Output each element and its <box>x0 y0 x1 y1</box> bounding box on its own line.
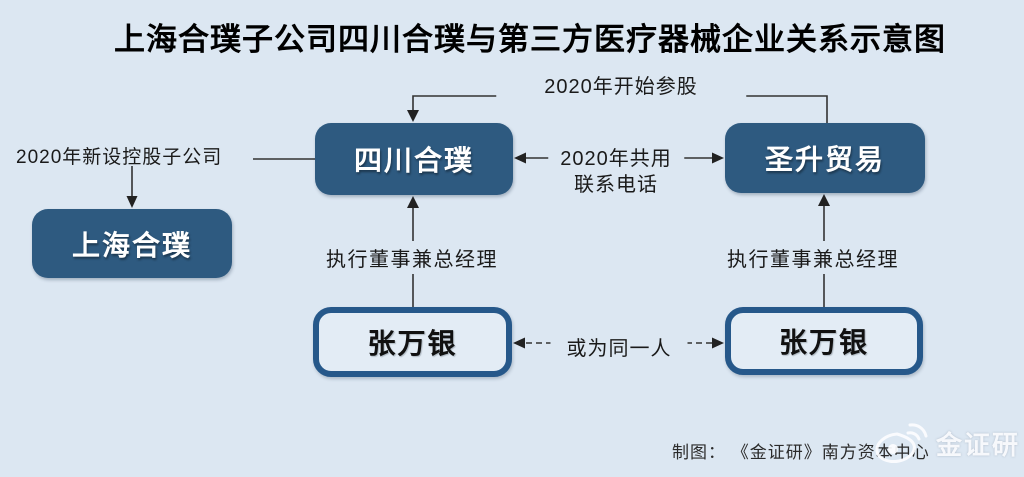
node-shengsheng-trade: 圣升贸易 <box>725 123 925 193</box>
watermark-text: 金证研 <box>936 429 1021 460</box>
node-shanghai-hepu-label: 上海合璞 <box>71 229 192 261</box>
edge-label-exec-director-left: 执行董事兼总经理 <box>320 241 504 274</box>
arrowhead-right-shengsheng <box>712 152 724 164</box>
arrowhead-left-sichuan <box>514 152 526 164</box>
node-zhang-wanyin-left: 张万银 <box>313 307 512 377</box>
node-zhang-wanyin-right: 张万银 <box>725 307 923 375</box>
edge-label-shared-phone-line1: 2020年共用 <box>560 148 672 170</box>
edge-label-new-holding-subsidiary: 2020年新设控股子公司 <box>16 147 223 168</box>
node-sichuan-hepu-label: 四川合璞 <box>353 145 474 176</box>
arrowhead-right-zwy <box>712 337 724 349</box>
node-shanghai-hepu: 上海合璞 <box>32 209 232 278</box>
node-zhang-wanyin-left-label: 张万银 <box>367 328 458 359</box>
weibo-icon <box>875 423 928 463</box>
arrowhead-down-shanghai <box>126 196 138 208</box>
edge-label-shared-phone-line2: 联系电话 <box>574 174 658 196</box>
credit-text: 制图： 《金证研》南方资本中心 <box>672 443 930 462</box>
node-shengsheng-trade-label: 圣升贸易 <box>764 144 885 175</box>
arrowhead-down-sichuan <box>407 110 419 122</box>
edge-label-shared-phone: 2020年共用 联系电话 <box>548 146 684 198</box>
watermark: 金证研 <box>872 420 1020 466</box>
diagram-title: 上海合璞子公司四川合璞与第三方医疗器械企业关系示意图 <box>114 22 946 57</box>
arrowhead-left-zwy <box>513 337 525 349</box>
edge-label-start-equity: 2020年开始参股 <box>496 70 746 107</box>
edge-label-same-person: 或为同一人 <box>550 330 688 363</box>
arrowhead-up-shengsheng <box>818 194 830 206</box>
node-zhang-wanyin-right-label: 张万银 <box>778 327 869 358</box>
node-sichuan-hepu: 四川合璞 <box>315 123 513 195</box>
edge-label-exec-director-right: 执行董事兼总经理 <box>721 241 905 274</box>
arrowhead-up-sichuan <box>407 196 419 208</box>
